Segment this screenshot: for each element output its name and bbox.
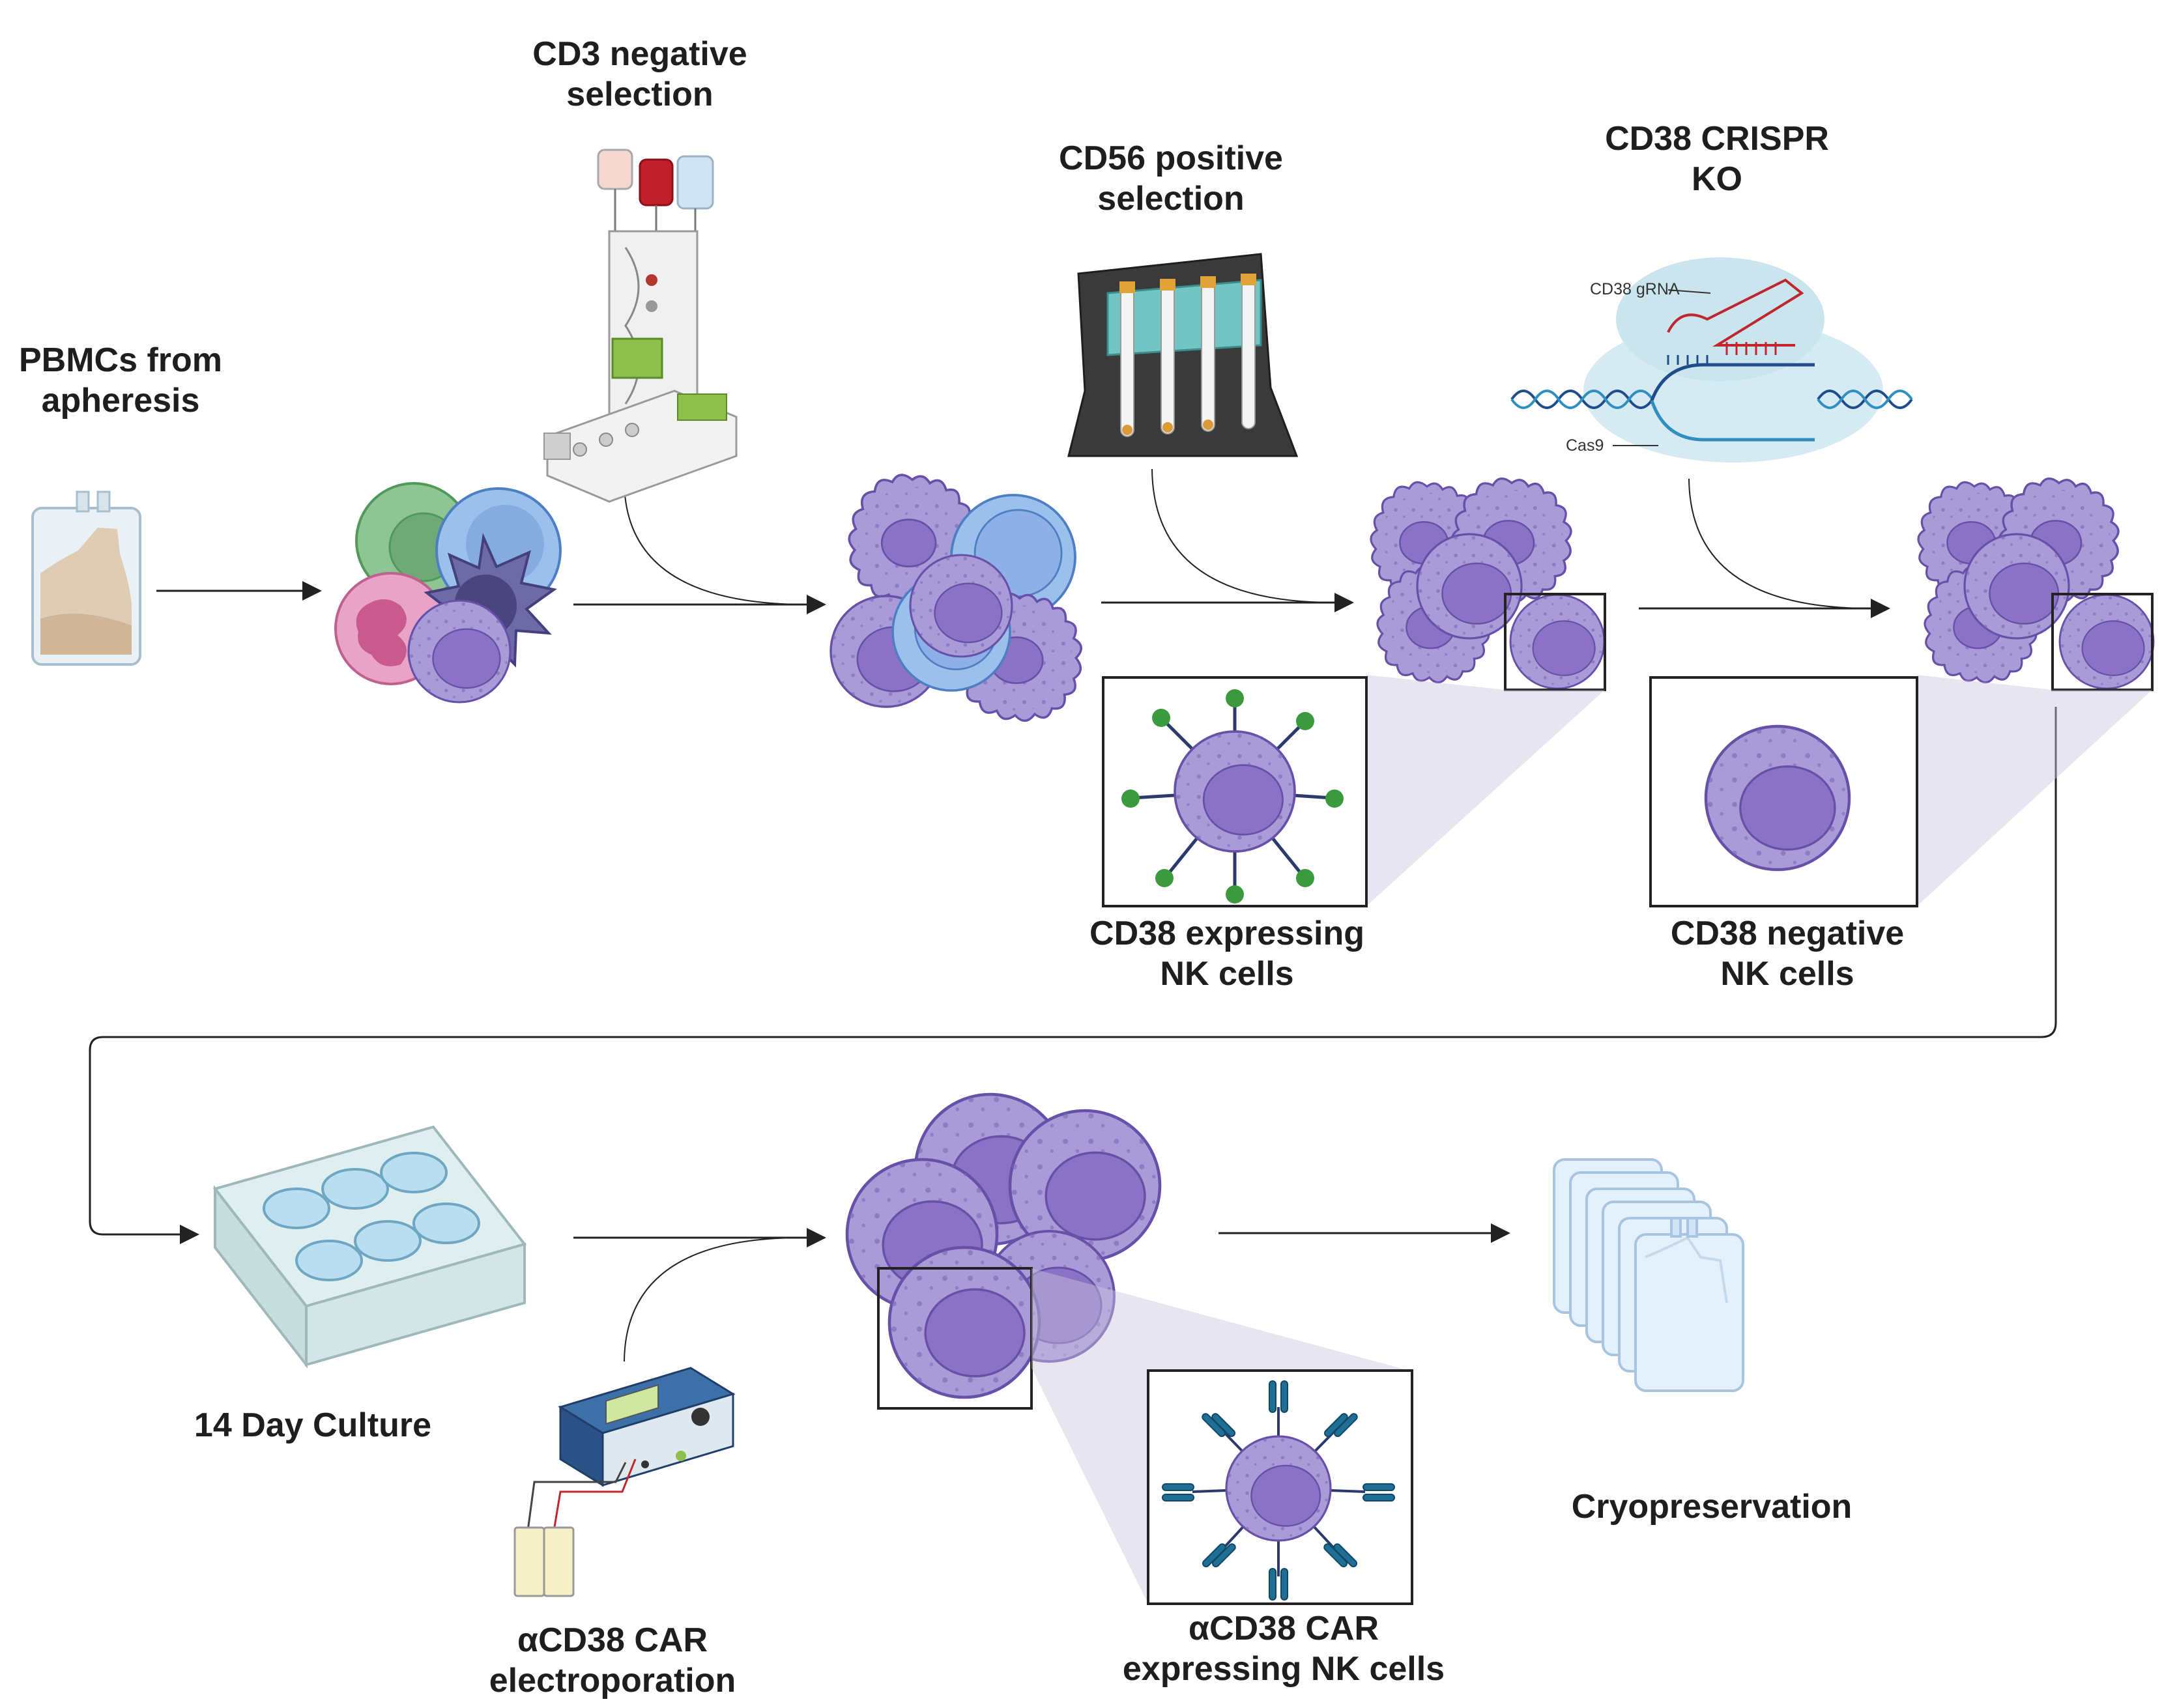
- cd38-marker-dots: [1121, 689, 1344, 904]
- car-antibody-fragments: [1162, 1380, 1395, 1601]
- pbmc-label-line1: PBMCs from: [19, 341, 222, 379]
- cd56-magnet-rack-icon: [1067, 253, 1299, 457]
- apheresis-bag-icon: [31, 491, 141, 666]
- zoom-funnel-cd38-negative: [1917, 675, 2152, 906]
- arrow-cd3-feed: [624, 481, 802, 605]
- cd3-selection-device-icon: [543, 149, 738, 503]
- arrow-cd56-feed: [1151, 468, 1330, 603]
- grna-teeth: [1725, 342, 1777, 355]
- car-nk-label-line2: expressing NK cells: [1123, 1650, 1445, 1688]
- cd38-expressing-label-line1: CD38 expressing: [1089, 915, 1364, 952]
- cd3-label-line1: CD3 negative: [532, 35, 747, 73]
- cryopreservation-label: Cryopreservation: [1572, 1488, 1853, 1526]
- culture-wells: [263, 1152, 480, 1281]
- grna-label: CD38 gRNA: [1590, 280, 1680, 298]
- cryopreservation-bags-icon: [1553, 1158, 1744, 1392]
- zoom-box-car: [877, 1267, 1033, 1410]
- workflow-arrows: [89, 468, 2057, 1362]
- tube-4: [1241, 274, 1256, 429]
- cd56-positive-nk-cluster: [1370, 477, 1606, 691]
- crispr-label-line2: KO: [1692, 160, 1742, 198]
- zoom-funnel-cd38-expressing: [1366, 675, 1605, 906]
- culture-plate-icon: [212, 1125, 527, 1369]
- cd38-expressing-inset: [1102, 676, 1368, 907]
- crispr-label-line1: CD38 CRISPR: [1605, 120, 1829, 158]
- cd56-label-line2: selection: [1097, 180, 1244, 218]
- cd38-expressing-label-line2: NK cells: [1160, 955, 1293, 993]
- cd3-negative-cell-cluster: [829, 474, 1082, 722]
- zoom-box-cd38-negative: [2051, 593, 2154, 691]
- cd3-label-line2: selection: [566, 76, 713, 113]
- car-nk-cluster: [847, 1094, 1160, 1410]
- tube-2: [1160, 279, 1175, 434]
- car-expressing-inset: [1147, 1369, 1413, 1605]
- tube-1: [1119, 281, 1135, 437]
- pbmc-label-line2: apheresis: [42, 382, 200, 420]
- electroporation-label-line2: electroporation: [489, 1662, 736, 1700]
- cd38-ko-nk-cluster: [1917, 477, 2155, 691]
- nk-cell-small: [407, 599, 512, 704]
- tube-3: [1200, 276, 1216, 432]
- arrow-return-to-culture: [89, 707, 2057, 1244]
- cd38-negative-label-line2: NK cells: [1720, 955, 1854, 993]
- cd38-negative-label-line1: CD38 negative: [1671, 915, 1904, 952]
- arrow-crispr-feed: [1688, 478, 1864, 609]
- car-nk-label-line1: αCD38 CAR: [1189, 1610, 1379, 1647]
- crispr-cas9-icon: [1510, 257, 1913, 463]
- cd56-label-line1: CD56 positive: [1059, 139, 1283, 177]
- dna-teeth: [1667, 355, 1708, 365]
- electroporator-icon: [513, 1367, 736, 1597]
- cd38-negative-inset: [1649, 676, 1918, 907]
- electroporation-label-line1: αCD38 CAR: [517, 1621, 708, 1659]
- culture-label: 14 Day Culture: [194, 1406, 431, 1444]
- pbmc-cell-mixture: [334, 482, 562, 704]
- arrow-electroporation-feed: [624, 1237, 802, 1362]
- zoom-box-cd38-expressing: [1504, 593, 1606, 691]
- cas9-label: Cas9: [1566, 436, 1604, 455]
